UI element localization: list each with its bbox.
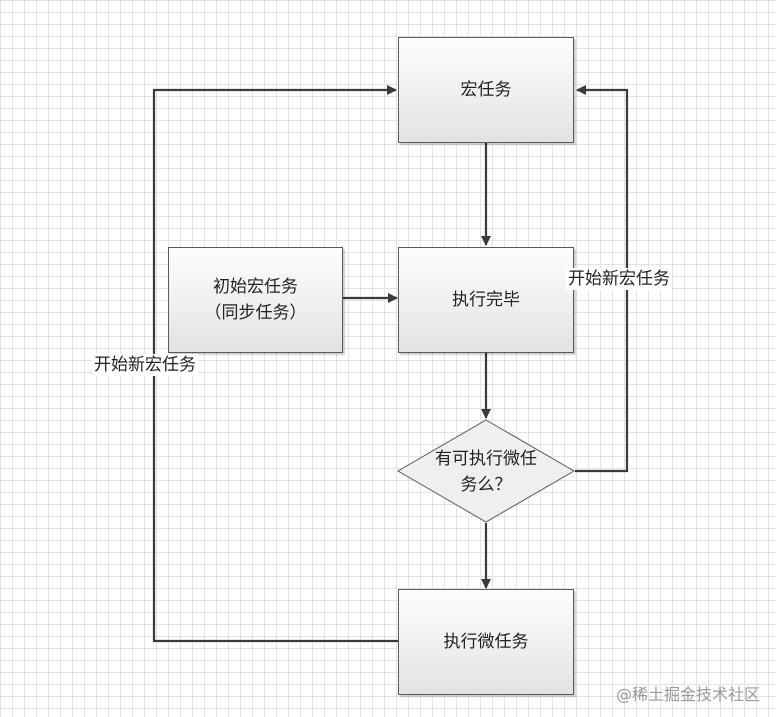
left-loop-label: 开始新宏任务 — [92, 354, 198, 376]
decision-label-line1: 有可执行微任 — [435, 449, 537, 469]
execution-complete-node: 执行完毕 — [398, 247, 574, 353]
decision-label: 有可执行微任 务么？ — [398, 420, 574, 524]
execute-micro-task-node: 执行微任务 — [398, 589, 574, 695]
watermark: @稀土掘金技术社区 — [615, 685, 760, 704]
macro-task-node: 宏任务 — [398, 37, 574, 143]
decision-label-line2: 务么？ — [460, 475, 512, 495]
decision-diamond — [397, 419, 575, 523]
initial-macro-task-node: 初始宏任务 （同步任务） — [168, 247, 343, 353]
macro-task-label: 宏任务 — [460, 80, 512, 100]
initial-macro-task-label-line1: 初始宏任务 — [213, 277, 298, 297]
execute-micro-task-label: 执行微任务 — [443, 632, 529, 652]
initial-macro-task-label-line2: （同步任务） — [204, 303, 307, 323]
right-loop-label: 开始新宏任务 — [566, 268, 672, 290]
execution-complete-label: 执行完毕 — [452, 290, 520, 310]
